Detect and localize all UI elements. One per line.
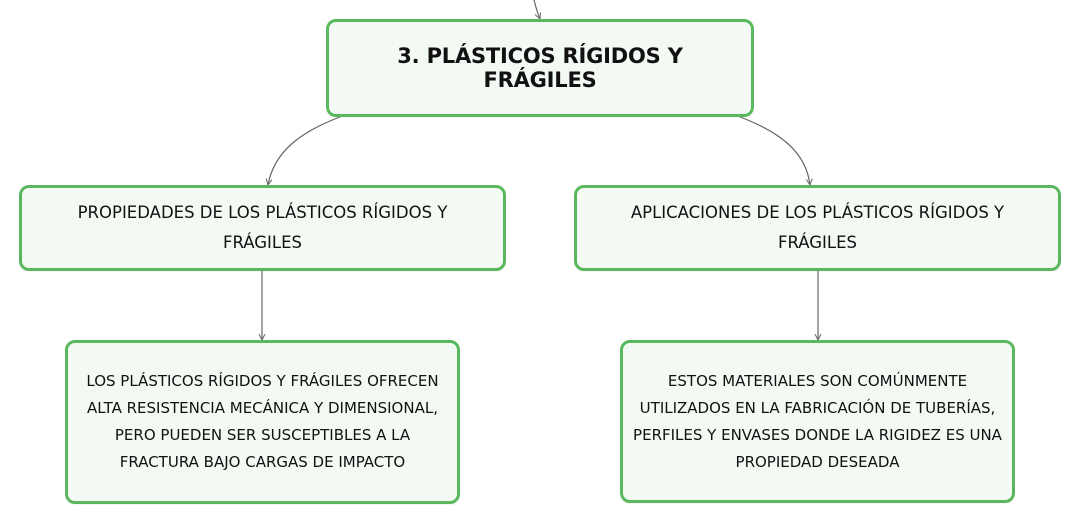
applications-topic-node[interactable]: APLICACIONES DE LOS PLÁSTICOS RÍGIDOS Y …: [574, 185, 1061, 271]
properties-detail-text: LOS PLÁSTICOS RÍGIDOS Y FRÁGILES OFRECEN…: [86, 372, 439, 471]
properties-topic-node[interactable]: PROPIEDADES DE LOS PLÁSTICOS RÍGIDOS Y F…: [19, 185, 506, 271]
properties-detail-node[interactable]: LOS PLÁSTICOS RÍGIDOS Y FRÁGILES OFRECEN…: [65, 340, 460, 504]
properties-topic-label: PROPIEDADES DE LOS PLÁSTICOS RÍGIDOS Y F…: [77, 203, 448, 252]
connector-root-to-properties: [268, 116, 341, 185]
applications-detail-node[interactable]: ESTOS MATERIALES SON COMÚNMENTE UTILIZAD…: [620, 340, 1015, 503]
root-topic-label: 3. PLÁSTICOS RÍGIDOS Y FRÁGILES: [397, 44, 683, 92]
applications-topic-label: APLICACIONES DE LOS PLÁSTICOS RÍGIDOS Y …: [630, 203, 1005, 252]
connector-root-to-applications: [739, 116, 810, 185]
connector-parent-to-root: [533, 0, 540, 19]
applications-detail-text: ESTOS MATERIALES SON COMÚNMENTE UTILIZAD…: [633, 371, 1002, 471]
root-topic-node[interactable]: 3. PLÁSTICOS RÍGIDOS Y FRÁGILES: [326, 19, 754, 117]
